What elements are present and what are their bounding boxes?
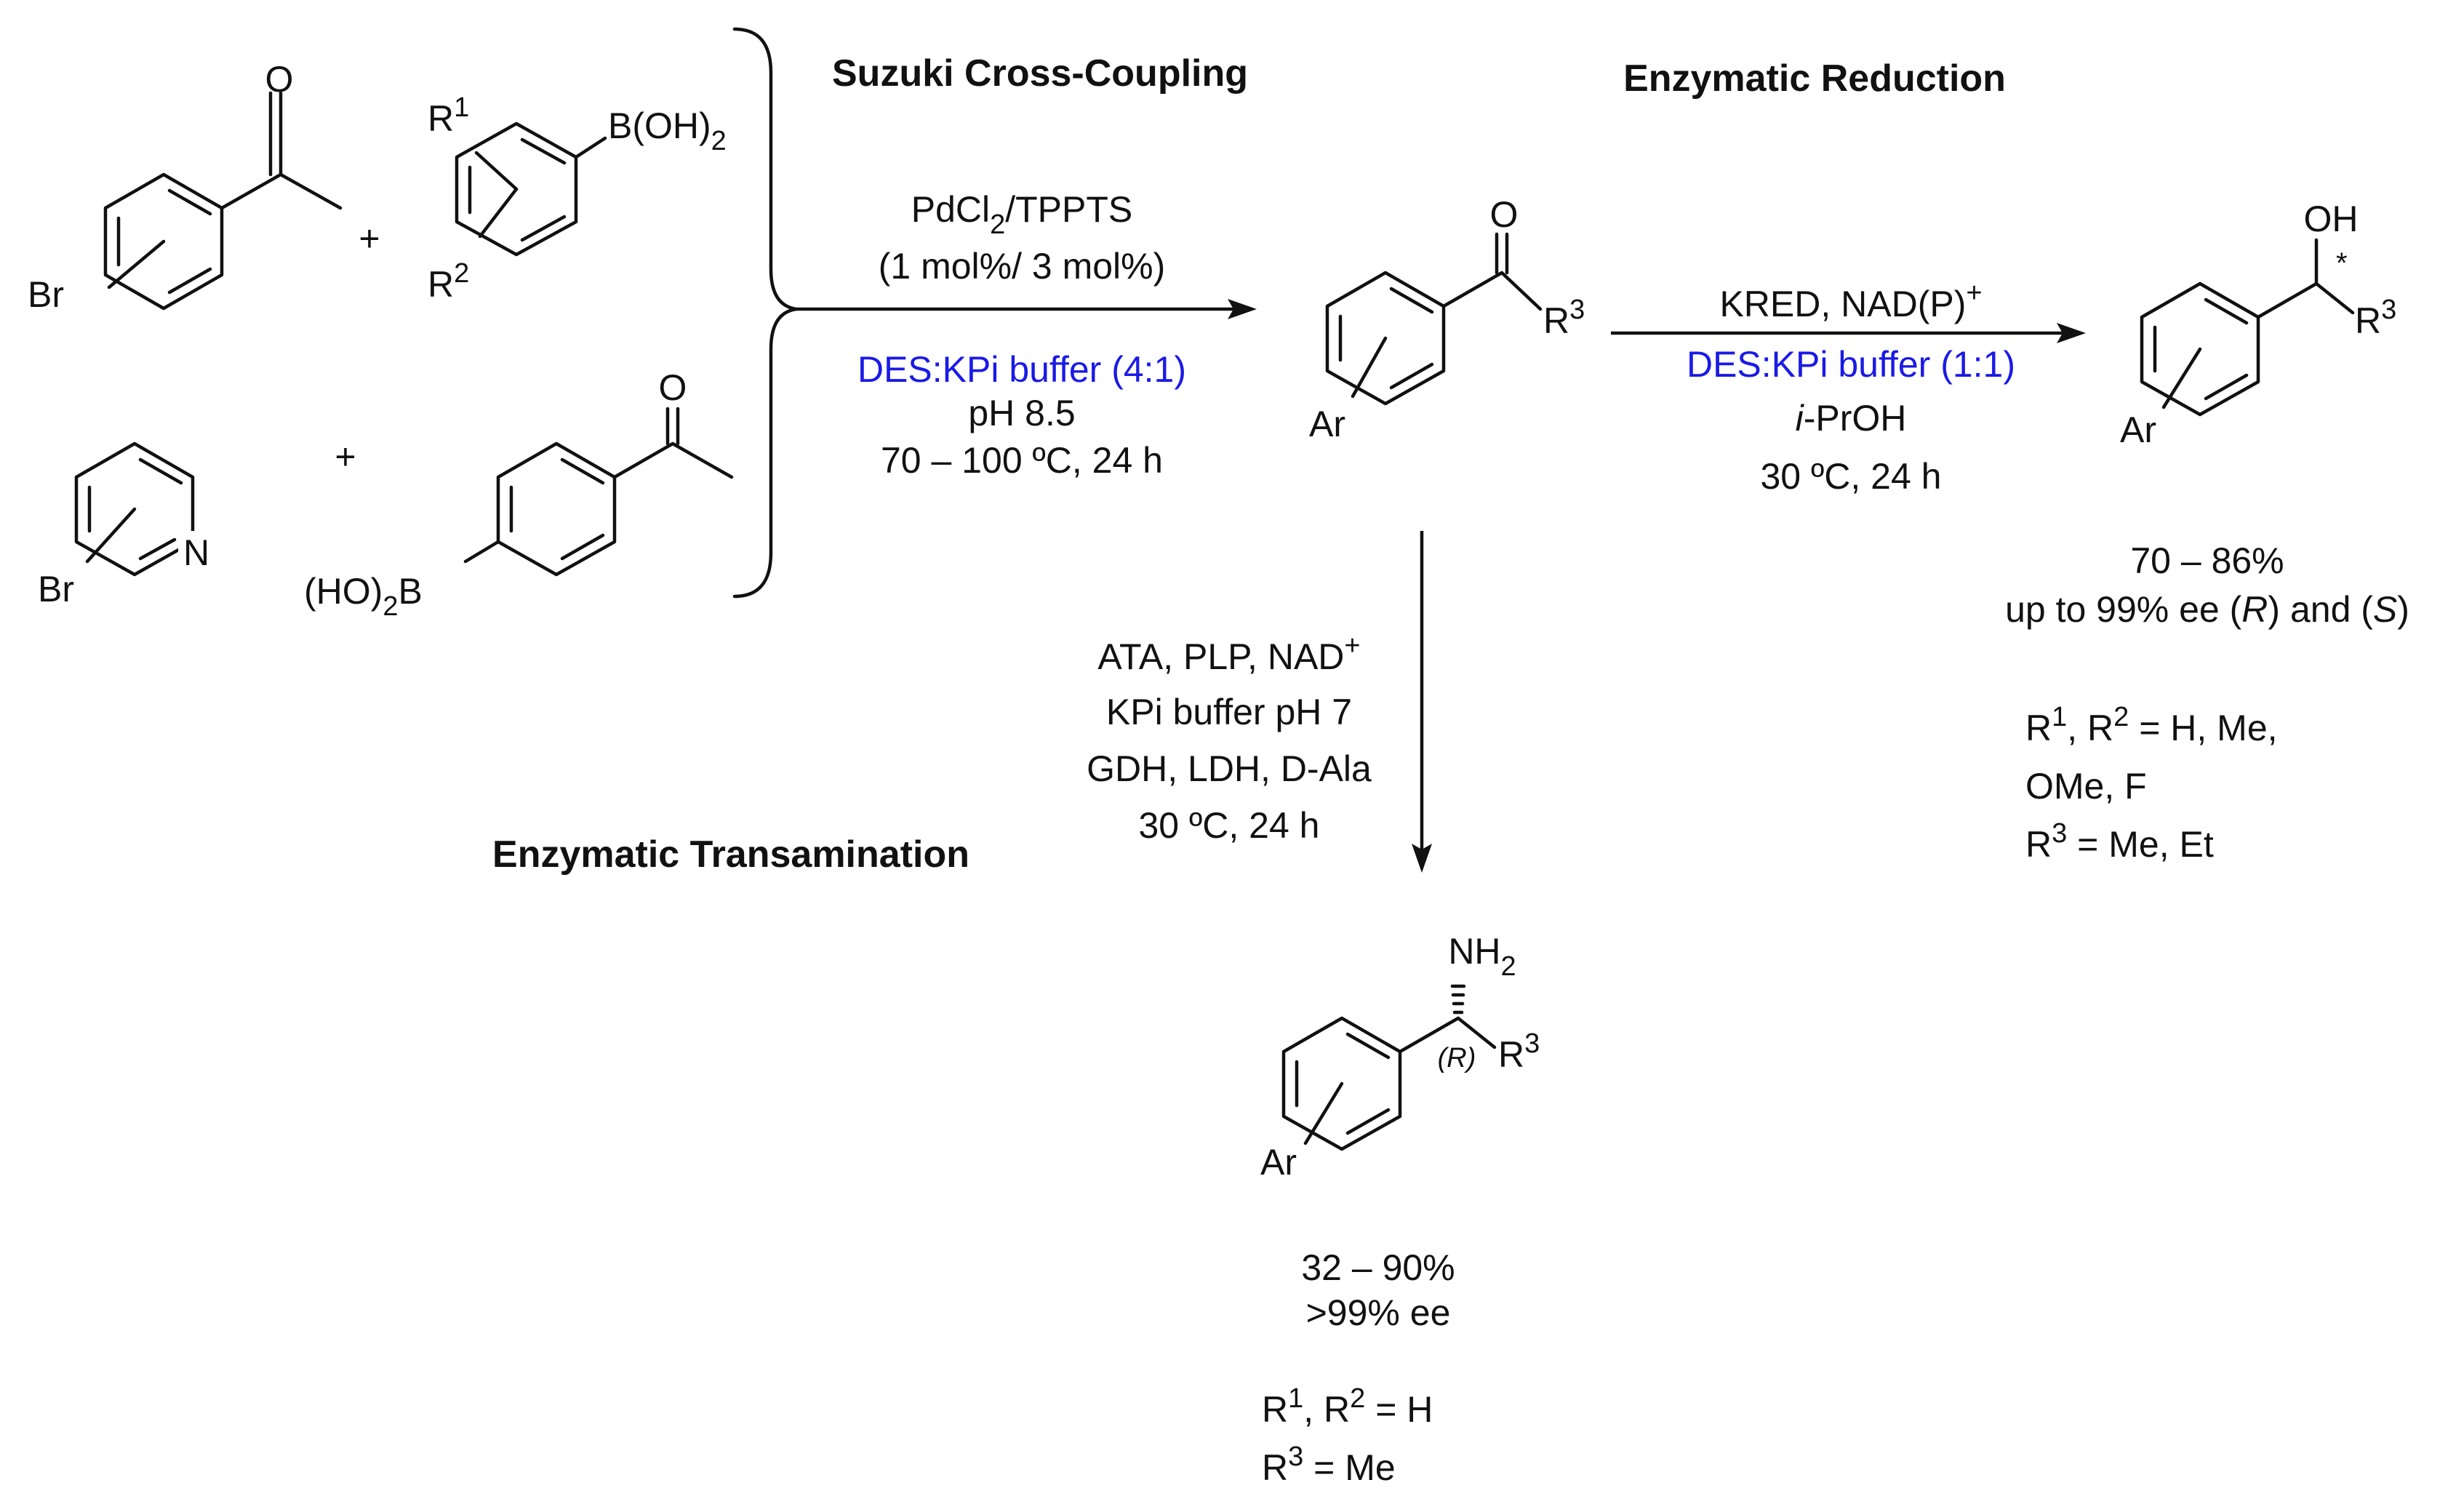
ketone-ar-label: Ar [1309, 404, 1345, 444]
transamination-arrow [1412, 531, 1432, 873]
transamination-cofactor-recycling: GDH, LDH, D-Ala [1087, 748, 1372, 789]
amine-stereo-descriptor: (R) [1438, 1043, 1476, 1073]
pyridine-nitrogen-label: N [183, 532, 209, 573]
suzuki-solvent: DES:KPi buffer (4:1) [857, 349, 1186, 390]
transamination-buffer: KPi buffer pH 7 [1106, 692, 1352, 732]
suzuki-loading: (1 mol%/ 3 mol%) [879, 246, 1166, 287]
alcohol-substituents-2: OMe, F [2025, 766, 2147, 807]
stereocenter-star: * [2336, 247, 2348, 279]
reduction-title: Enzymatic Reduction [1623, 57, 2006, 100]
reduction-solvent: DES:KPi buffer (1:1) [1687, 344, 2015, 385]
amine-substituents-1: R1, R2 = H [1262, 1383, 1433, 1430]
suzuki-temp-time: 70 – 100 ºC, 24 h [881, 440, 1163, 481]
pyridine-bromo-label: Br [38, 569, 74, 609]
reduction-cosubstrate: i-PrOH [1796, 398, 1907, 439]
r2-label: R2 [428, 258, 469, 305]
alcohol-yield: 70 – 86% [2130, 540, 2284, 581]
bromoacetophenone: O Br [28, 59, 343, 315]
amine-yield: 32 – 90% [1301, 1247, 1455, 1288]
reduction-enzyme: KRED, NAD(P)+ [1719, 278, 1982, 324]
alcohol-product: OH * R3 Ar [2120, 199, 2396, 450]
bromo-label: Br [28, 274, 64, 315]
amine-nh2-label: NH2 [1448, 931, 1516, 982]
arylboronic-acid: B(OH)2 R1 R2 [428, 92, 727, 305]
hydroxyl-label: OH [2304, 199, 2359, 239]
acetylphenylboronic-acid: O (HO)2B [304, 367, 734, 622]
amine-ar-label: Ar [1260, 1142, 1297, 1183]
amine-product: NH2 (R) R3 Ar [1260, 931, 1540, 1183]
ketone-product: O R3 Ar [1309, 194, 1585, 444]
suzuki-arrow [796, 299, 1257, 319]
r1-label: R1 [428, 92, 469, 139]
reduction-arrow [1611, 323, 2086, 343]
reduction-temp-time: 30 ºC, 24 h [1761, 456, 1942, 497]
suzuki-catalyst: PdCl2/TPPTS [911, 189, 1133, 240]
alcohol-r3-label: R3 [2355, 295, 2396, 341]
amine-substituents-2: R3 = Me [1262, 1441, 1396, 1488]
alcohol-ar-label: Ar [2120, 409, 2156, 450]
oxygen-label-2: O [659, 367, 687, 408]
alcohol-ee: up to 99% ee (R) and (S) [2005, 589, 2409, 630]
amine-ee: >99% ee [1306, 1292, 1451, 1333]
suzuki-ph: pH 8.5 [968, 393, 1075, 433]
alcohol-substituents-3: R3 = Me, Et [2025, 818, 2214, 865]
ketone-oxygen-label: O [1490, 194, 1519, 235]
oxygen-label: O [265, 59, 294, 100]
transamination-enzymes: ATA, PLP, NAD+ [1097, 631, 1360, 677]
boronic-acid-label: B(OH)2 [608, 105, 727, 156]
transamination-title: Enzymatic Transamination [492, 833, 969, 876]
transamination-temp-time: 30 ºC, 24 h [1139, 805, 1320, 846]
bromopyridine: N Br [38, 441, 215, 609]
ketone-r3-label: R3 [1543, 295, 1585, 341]
alcohol-substituents-1: R1, R2 = H, Me, [2025, 702, 2278, 748]
plus-sign: + [359, 218, 380, 259]
reactant-brace [732, 27, 799, 599]
plus-sign-2: + [335, 436, 356, 477]
boronic-acid-label-2: (HO)2B [304, 571, 423, 622]
amine-r3-label: R3 [1498, 1028, 1540, 1075]
suzuki-title: Suzuki Cross-Coupling [832, 52, 1248, 95]
